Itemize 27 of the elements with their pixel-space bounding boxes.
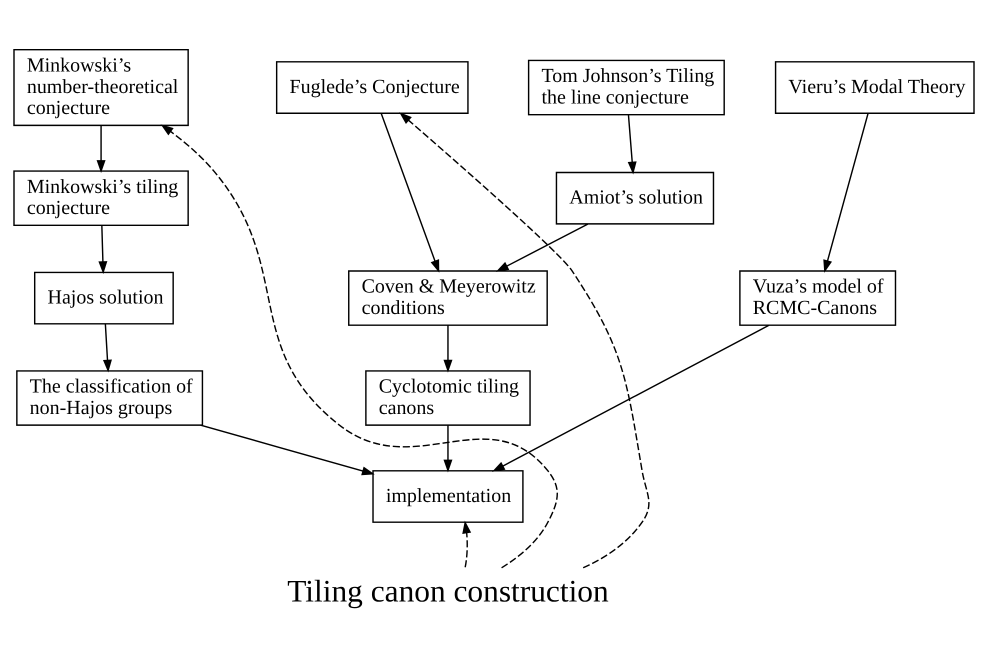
- node-box: Amiot’s solution: [556, 171, 714, 224]
- node-box: Vuza’s model of RCMC-Canons: [739, 270, 896, 326]
- node-box: The classification of non-Hajos groups: [16, 370, 204, 426]
- arrow: [380, 112, 440, 272]
- node-box: Hajos solution: [34, 271, 174, 324]
- node-box: Cyclotomic tiling canons: [365, 370, 531, 426]
- arrow: [492, 324, 770, 472]
- node-box: Vieru’s Modal Theory: [774, 60, 975, 114]
- node-text: Tiling canon construction: [287, 573, 609, 608]
- node-box: Minkowski’s tiling conjecture: [13, 170, 189, 226]
- arrow: [443, 325, 452, 372]
- arrow: [399, 112, 650, 568]
- node-box: Tom Johnson’s Tiling the line conjecture: [528, 59, 725, 115]
- node-box: Fuglede’s Conjecture: [276, 60, 469, 114]
- arrow: [102, 323, 112, 372]
- arrow: [160, 124, 558, 568]
- arrow: [98, 225, 108, 274]
- node-box: Coven & Meyerowitz conditions: [348, 270, 548, 326]
- arrow: [96, 124, 106, 173]
- arrow: [200, 424, 375, 475]
- arrow: [462, 520, 472, 567]
- arrow: [496, 222, 588, 272]
- arrow: [628, 114, 637, 174]
- arrow: [823, 112, 869, 272]
- node-box: Minkowski’s number-theoretical conjecture: [13, 48, 189, 126]
- node-box: implementation: [372, 470, 524, 522]
- arrow: [443, 425, 452, 472]
